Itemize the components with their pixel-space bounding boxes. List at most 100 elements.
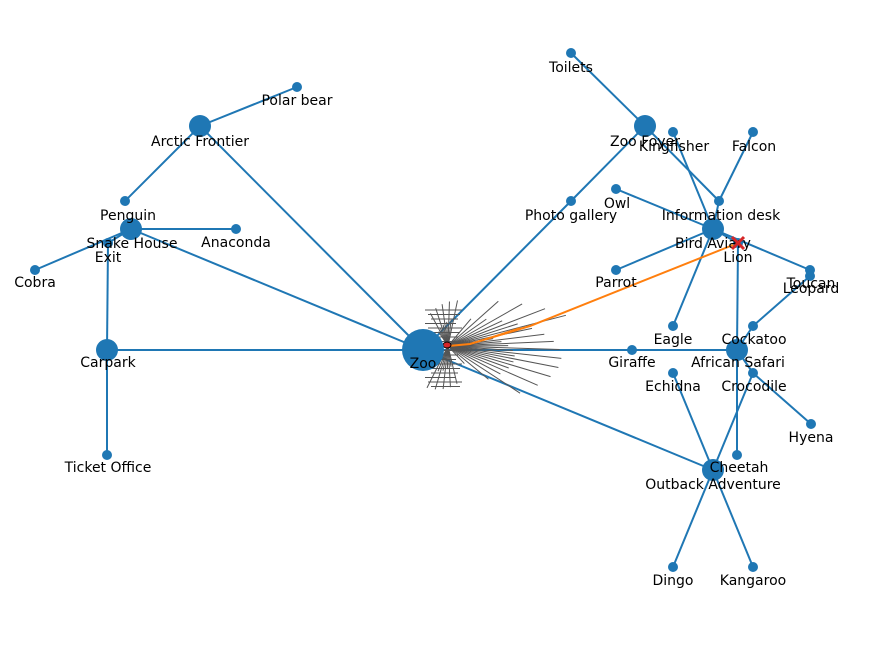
cluster-line — [447, 345, 509, 369]
label-toilets: Toilets — [548, 60, 593, 76]
node-anaconda[interactable] — [231, 224, 241, 234]
node-cockatoo[interactable] — [748, 321, 758, 331]
node-kangaroo[interactable] — [748, 562, 758, 572]
node-foyer[interactable] — [634, 115, 656, 137]
label-layer: Zoo Arctic Frontier Polar bearPenguinSnake… — [14, 60, 839, 589]
cluster-line — [447, 308, 546, 347]
node-owl[interactable] — [611, 184, 621, 194]
label-crocodile: Crocodile — [721, 379, 786, 395]
edge-outback-dingo — [672, 469, 714, 568]
edge-snake-cobra — [34, 228, 132, 271]
edge-outback-crocodile — [712, 372, 754, 471]
label-photo: Photo gallery — [525, 208, 617, 224]
label-polar: Polar bear — [261, 93, 332, 109]
node-carpark[interactable] — [96, 339, 118, 361]
node-dingo[interactable] — [668, 562, 678, 572]
edge-cockatoo-leopard — [752, 275, 811, 327]
node-info[interactable] — [714, 196, 724, 206]
edge-photo-foyer — [570, 125, 646, 202]
edge-foyer-info — [644, 125, 720, 202]
label-anaconda: Anaconda — [201, 235, 271, 251]
cluster-line — [447, 345, 489, 380]
cluster-line — [447, 345, 521, 394]
highlight-path-layer — [442, 242, 739, 349]
node-cobra[interactable] — [30, 265, 40, 275]
node-leopard[interactable] — [805, 271, 815, 281]
label-eagle: Eagle — [654, 332, 693, 348]
node-eagle[interactable] — [668, 321, 678, 331]
node-cheetah[interactable] — [732, 450, 742, 460]
cluster-line — [441, 304, 449, 347]
label-info: Information desk — [662, 208, 781, 224]
node-layer — [30, 48, 816, 572]
label-kingfisher: Kingfisher — [639, 139, 709, 155]
node-polar[interactable] — [292, 82, 302, 92]
label-foyer: Zoo Foyer — [610, 134, 680, 150]
cluster-line — [447, 345, 538, 386]
edge-zoo-arctic — [199, 125, 424, 351]
node-arctic[interactable] — [189, 115, 211, 137]
marker-layer — [730, 235, 746, 251]
node-photo[interactable] — [566, 196, 576, 206]
cluster-line — [447, 345, 560, 351]
node-penguin[interactable] — [120, 196, 130, 206]
cluster-line — [447, 345, 514, 363]
node-outback[interactable] — [702, 459, 724, 481]
edge-foyer-toilets — [570, 52, 646, 127]
edge-crocodile-hyena — [752, 372, 812, 425]
label-cobra: Cobra — [14, 275, 56, 291]
edge-outback-echidna — [672, 372, 714, 471]
label-arctic: Arctic Frontier — [151, 134, 249, 150]
edge-aviary-eagle — [672, 228, 714, 327]
cluster-line — [447, 345, 551, 378]
label-toucan: Toucan — [786, 276, 836, 292]
cluster-line — [447, 300, 499, 347]
label-falcon: Falcon — [732, 139, 776, 155]
label-dingo: Dingo — [653, 573, 694, 589]
edge-arctic-penguin — [124, 125, 201, 202]
label-parrot: Parrot — [595, 275, 637, 291]
node-falcon[interactable] — [748, 127, 758, 137]
cluster-line — [426, 345, 449, 389]
label-giraffe: Giraffe — [608, 355, 655, 371]
node-hyena[interactable] — [806, 419, 816, 429]
target-x-marker — [730, 235, 746, 251]
label-cockatoo: Cockatoo — [721, 332, 786, 348]
highlight-path-branch — [469, 327, 521, 345]
label-echidna: Echidna — [645, 379, 701, 395]
label-snake: Snake House — [87, 236, 178, 252]
node-ticket[interactable] — [102, 450, 112, 460]
node-crocodile[interactable] — [748, 368, 758, 378]
node-aviary[interactable] — [702, 218, 724, 240]
label-penguin: Penguin — [100, 208, 156, 224]
path-start-marker — [442, 341, 452, 349]
cluster-hatch — [425, 300, 567, 394]
node-giraffe[interactable] — [627, 345, 637, 355]
edge-aviary-owl — [615, 188, 714, 230]
node-echidna[interactable] — [668, 368, 678, 378]
edge-info-falcon — [718, 131, 754, 202]
node-toilets[interactable] — [566, 48, 576, 58]
node-kingfisher[interactable] — [668, 127, 678, 137]
edge-arctic-polar — [199, 86, 298, 127]
label-safari: African Safari — [691, 355, 785, 371]
label-zoo: Zoo — [410, 356, 437, 372]
label-leopard: Leopard — [783, 281, 840, 297]
label-carpark: Carpark — [80, 355, 136, 371]
cluster-line — [447, 303, 523, 347]
edge-aviary-kingfisher — [672, 131, 714, 230]
node-safari[interactable] — [726, 339, 748, 361]
cluster-line — [447, 323, 518, 347]
edge-zoo-photo — [422, 200, 572, 351]
edge-layer — [34, 52, 812, 568]
label-owl: Owl — [604, 196, 630, 212]
label-outback: Outback Adventure — [645, 477, 781, 493]
cluster-line — [447, 345, 559, 368]
node-snake[interactable] — [120, 218, 142, 240]
cluster-line — [447, 345, 562, 359]
edge-carpark-exit — [106, 242, 109, 351]
node-exit[interactable] — [103, 238, 113, 248]
node-zoo[interactable] — [402, 329, 444, 371]
node-parrot[interactable] — [611, 265, 621, 275]
